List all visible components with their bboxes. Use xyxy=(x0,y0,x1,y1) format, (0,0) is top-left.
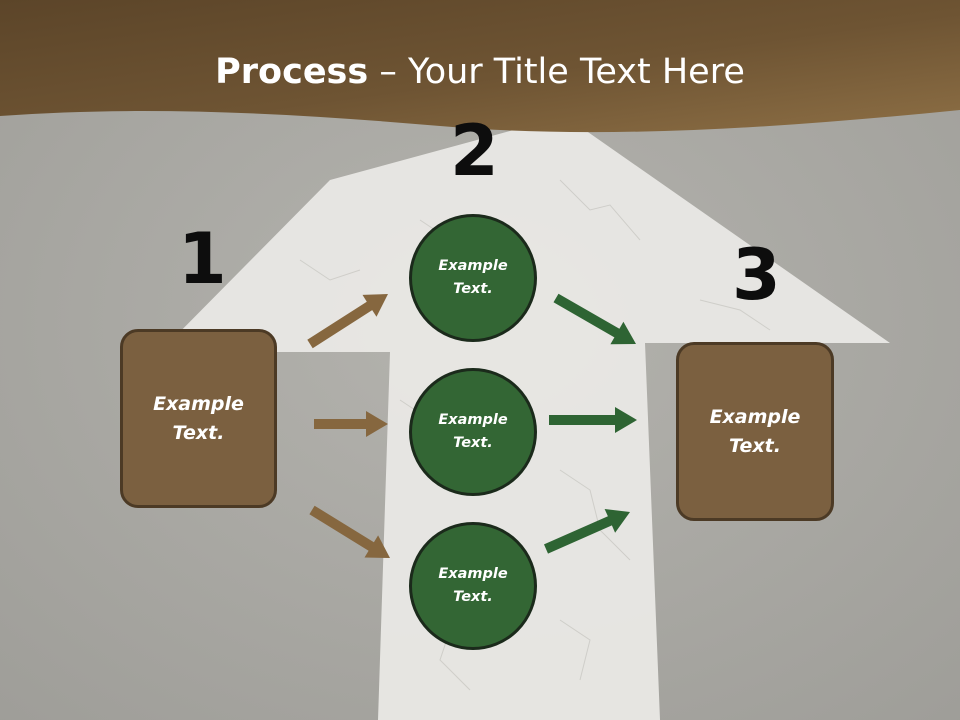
arrow-circle-middle-to-box3 xyxy=(549,407,637,433)
step-3-label: Example Text. xyxy=(709,405,801,457)
step-3-box: Example Text. xyxy=(676,342,834,521)
circle-middle-label: Example Text. xyxy=(438,412,508,451)
step-number-3: 3 xyxy=(732,234,781,316)
step-1-box: Example Text. xyxy=(120,329,277,508)
circle-top-label: Example Text. xyxy=(438,258,508,297)
step-2-circle-middle: Example Text. xyxy=(409,368,537,496)
circle-bottom-label: Example Text. xyxy=(438,566,508,605)
step-2-circle-top: Example Text. xyxy=(409,214,537,342)
arrow-box1-to-circle-top xyxy=(307,294,388,349)
page-title: Process – Your Title Text Here xyxy=(0,52,960,92)
step-number-1: 1 xyxy=(178,218,227,300)
step-2-circle-bottom: Example Text. xyxy=(409,522,537,650)
step-number-2: 2 xyxy=(450,110,499,192)
arrow-circle-bottom-to-box3 xyxy=(544,509,630,554)
arrow-box1-to-circle-middle xyxy=(314,411,388,437)
arrow-circle-top-to-box3 xyxy=(553,293,636,345)
header-band xyxy=(0,0,960,133)
title-bold: Process xyxy=(215,52,369,92)
step-1-label: Example Text. xyxy=(153,392,244,444)
arrow-box1-to-circle-bottom xyxy=(309,505,390,558)
title-rest: – Your Title Text Here xyxy=(368,52,745,92)
